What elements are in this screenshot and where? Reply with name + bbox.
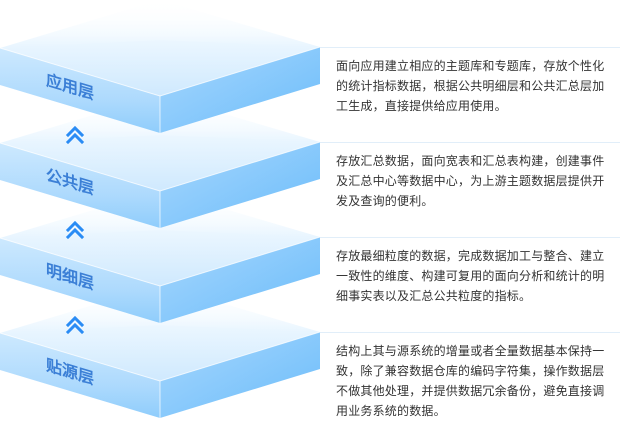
layer-description: 结构上其与源系统的增量或者全量数据基本保持一致，除了兼容数据仓库的编码字符集，操… bbox=[320, 332, 620, 421]
divider bbox=[320, 47, 620, 48]
double-chevron-up-icon bbox=[65, 125, 85, 145]
slab-right-face bbox=[160, 142, 320, 228]
slab-right-face bbox=[160, 237, 320, 323]
slab-left-face bbox=[0, 333, 160, 418]
description-text: 存放汇总数据，面向宽表和汇总表构建，创建事件及汇总中心等数据中心，为上游主题数据… bbox=[336, 154, 605, 208]
slab-top-fade bbox=[0, 0, 320, 48]
divider bbox=[320, 237, 620, 238]
layer-slab: 应用层 bbox=[0, 0, 320, 133]
description-text: 结构上其与源系统的增量或者全量数据基本保持一致，除了兼容数据仓库的编码字符集，操… bbox=[336, 344, 605, 418]
layer-description: 存放最细粒度的数据，完成数据加工与整合、建立一致性的维度、构建可复用的面向分析和… bbox=[320, 237, 620, 306]
divider bbox=[320, 332, 620, 333]
slab-right-face bbox=[160, 332, 320, 418]
slab-right-face bbox=[160, 47, 320, 133]
double-chevron-up-icon bbox=[65, 315, 85, 335]
layer-description: 面向应用建立相应的主题库和专题库，存放个性化的统计指标数据，根据公共明细层和公共… bbox=[320, 47, 620, 116]
double-chevron-up-icon bbox=[65, 220, 85, 240]
description-text: 存放最细粒度的数据，完成数据加工与整合、建立一致性的维度、构建可复用的面向分析和… bbox=[336, 249, 605, 303]
slab-left-face bbox=[0, 48, 160, 133]
description-text: 面向应用建立相应的主题库和专题库，存放个性化的统计指标数据，根据公共明细层和公共… bbox=[336, 59, 605, 113]
layer-description: 存放汇总数据，面向宽表和汇总表构建，创建事件及汇总中心等数据中心，为上游主题数据… bbox=[320, 142, 620, 211]
layer-slab: 明细层 bbox=[0, 190, 320, 323]
slab-left-face bbox=[0, 238, 160, 323]
divider bbox=[320, 142, 620, 143]
layer-slab: 公共层 bbox=[0, 95, 320, 228]
slab-left-face bbox=[0, 143, 160, 228]
